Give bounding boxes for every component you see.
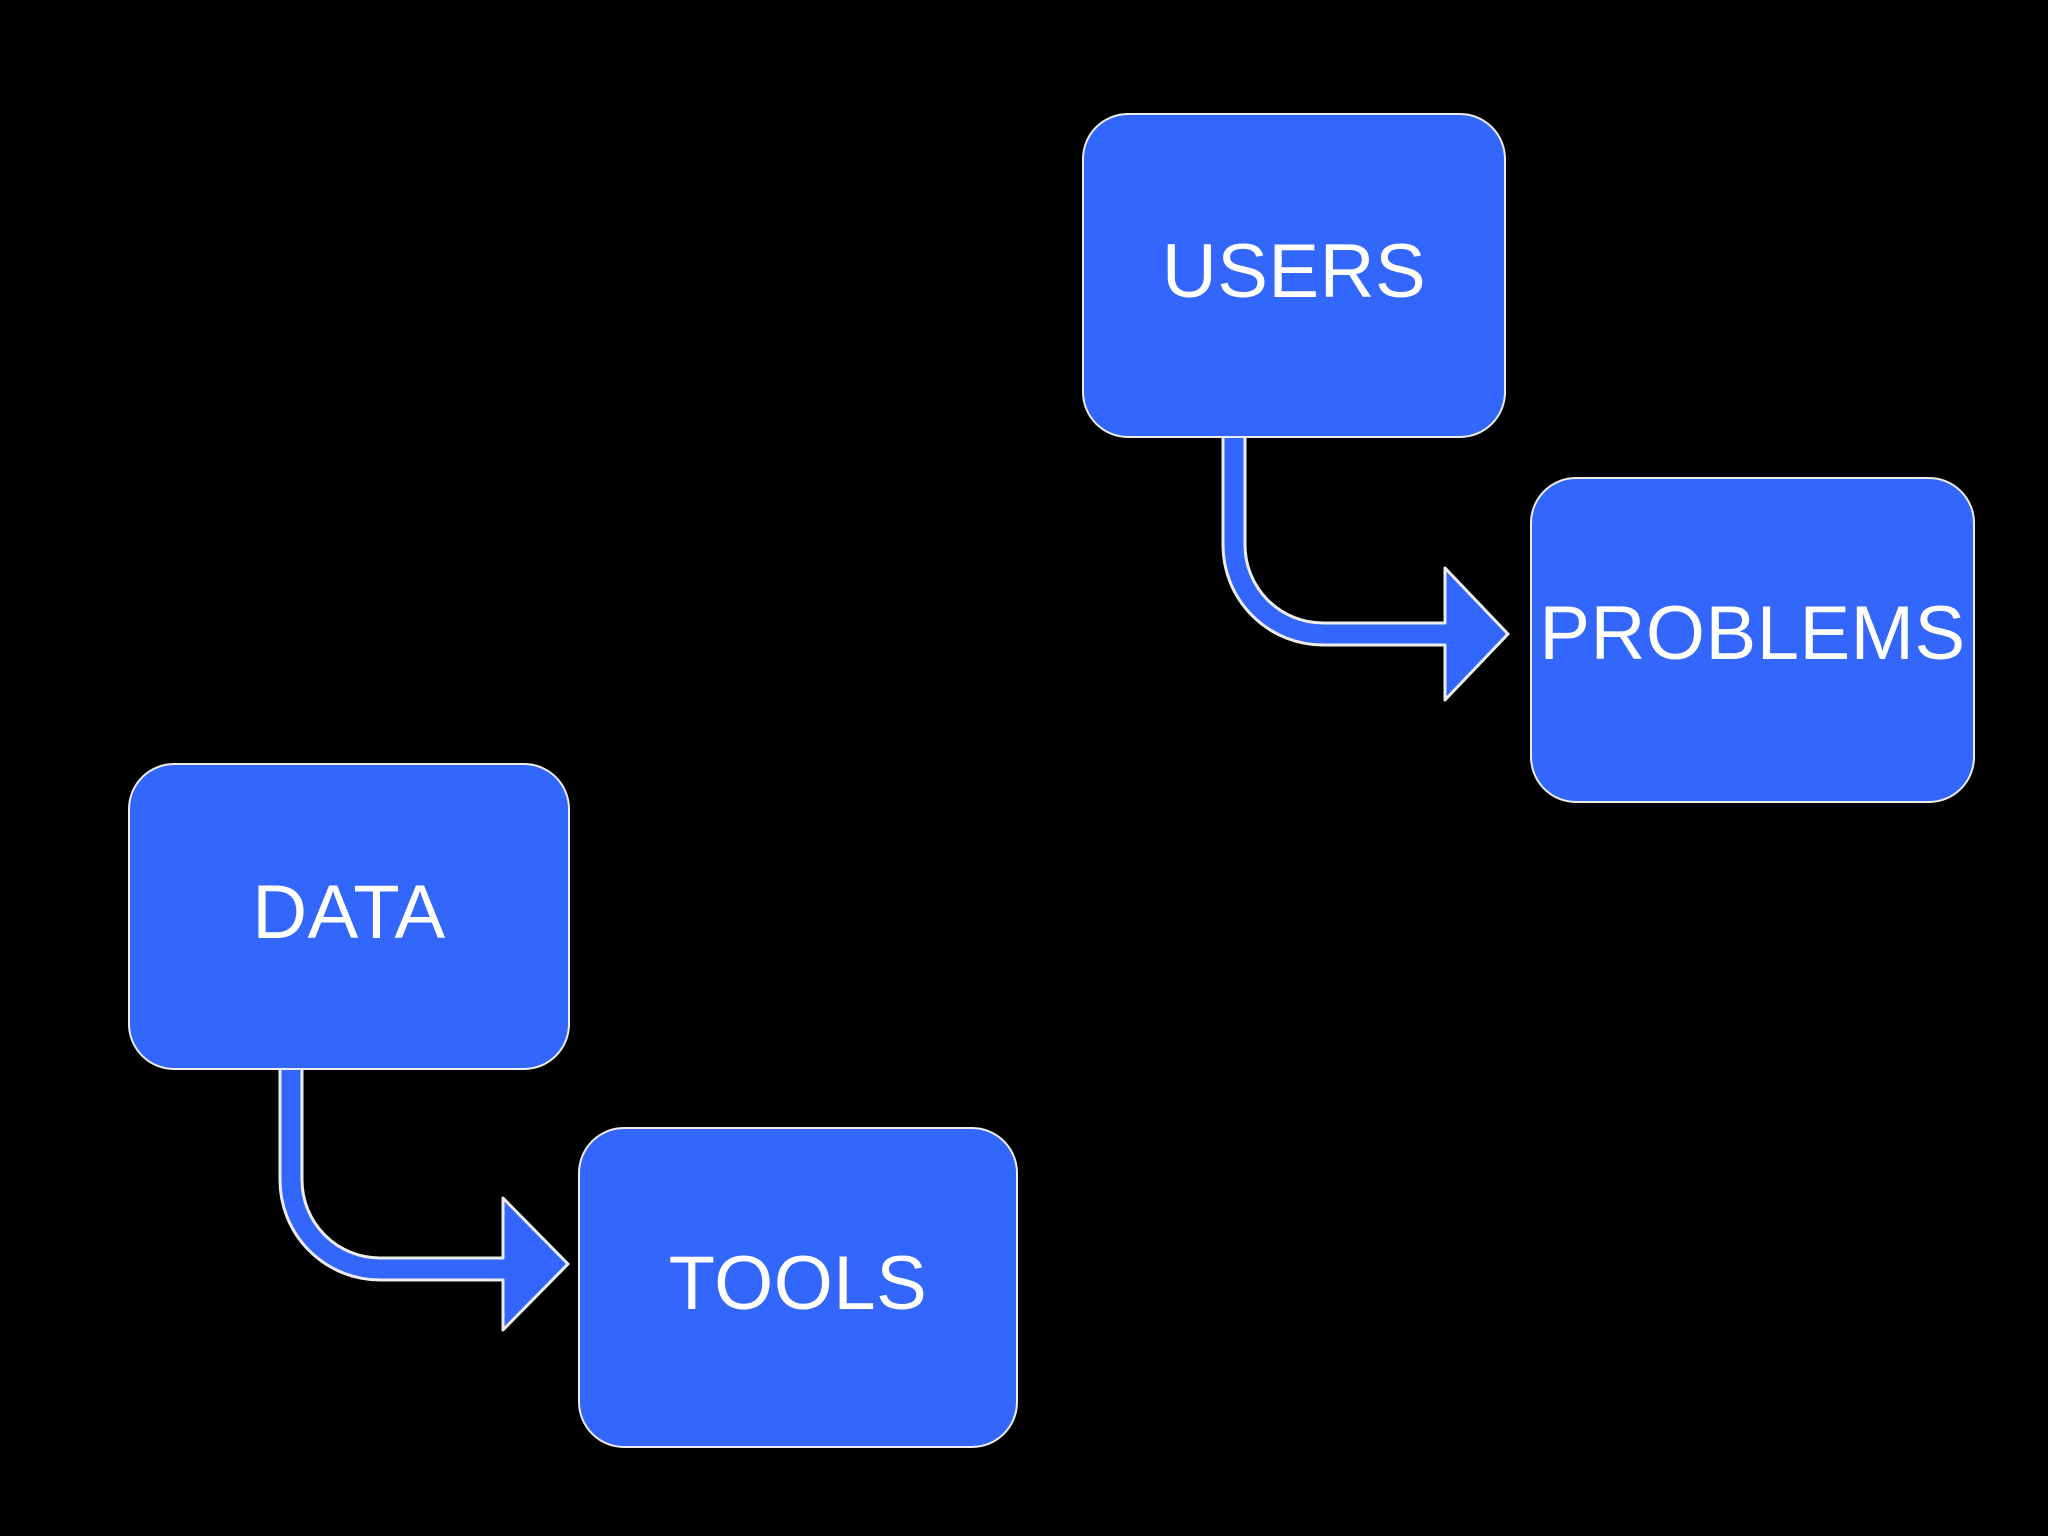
connector-data-to-tools-arrow[interactable] [278, 1060, 570, 1332]
node-problems-label: PROBLEMS [1539, 591, 1966, 676]
node-data[interactable]: DATA [128, 763, 570, 1070]
node-problems[interactable]: PROBLEMS [1530, 477, 1975, 803]
node-users[interactable]: USERS [1082, 113, 1506, 438]
node-data-label: DATA [252, 869, 446, 955]
connector-users-to-problems-arrow[interactable] [1221, 428, 1510, 702]
node-tools-label: TOOLS [668, 1240, 928, 1326]
node-tools[interactable]: TOOLS [578, 1127, 1018, 1448]
node-users-label: USERS [1161, 228, 1427, 314]
